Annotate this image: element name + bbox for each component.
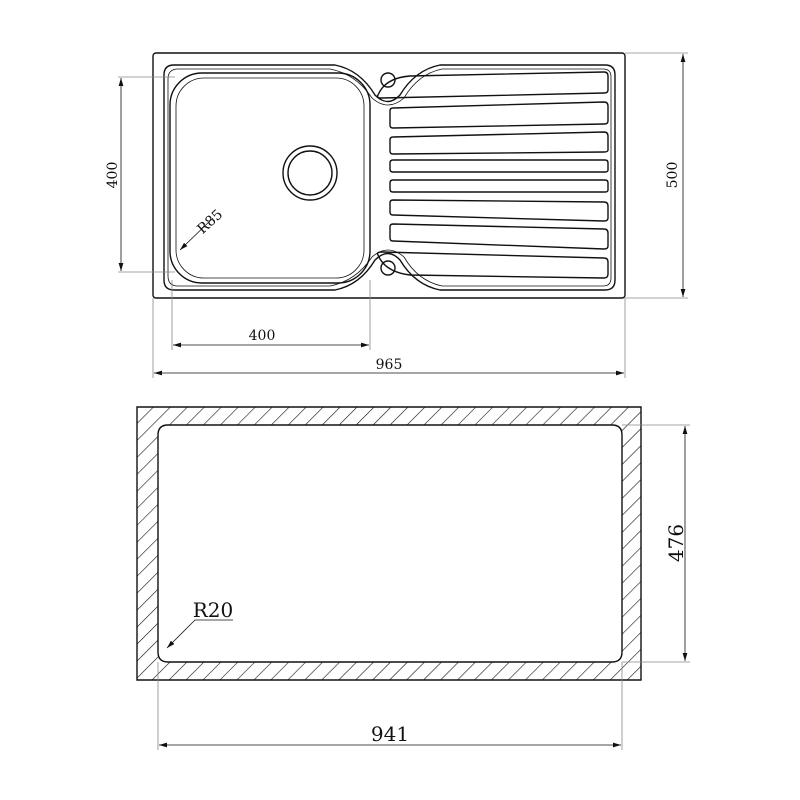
tap-hole-top [380, 72, 396, 88]
bowl-inner [175, 77, 365, 279]
cutout-view [136, 406, 642, 681]
r20-leader [166, 619, 196, 649]
sink-top-view [152, 52, 626, 299]
drain-inner [287, 150, 333, 196]
sink-outer-edge [152, 52, 626, 299]
drainer-grooves [376, 71, 609, 279]
cutout-dimensions: 476 941 R20 [157, 424, 690, 750]
bowl-outer [169, 72, 371, 284]
overall-depth-label: 500 [665, 162, 681, 189]
tap-hole-bottom [380, 260, 396, 276]
bowl-height-label: 400 [105, 162, 121, 189]
sink-rim [163, 64, 616, 291]
cutout-width-label: 941 [371, 722, 409, 746]
r85-label: R85 [194, 207, 226, 238]
cutout-hatched-frame [136, 406, 642, 681]
r85-leader [179, 217, 214, 251]
r20-label: R20 [193, 598, 234, 622]
cutout-depth-label: 476 [664, 524, 688, 562]
bowl-width-label: 400 [249, 328, 276, 344]
drain-outer [282, 145, 338, 201]
overall-width-label: 965 [376, 357, 403, 373]
top-view-dimensions: 400 500 400 965 R85 [105, 52, 688, 378]
